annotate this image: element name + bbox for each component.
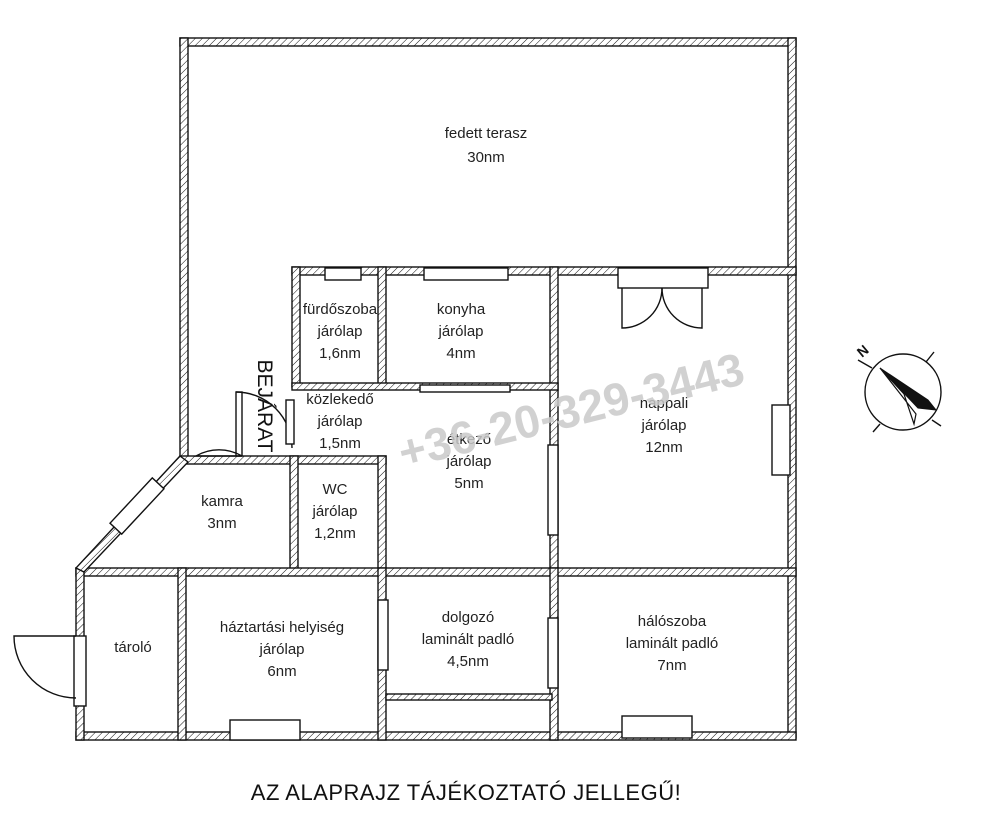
kitchen-name: konyha <box>437 301 486 318</box>
study-name: dolgozó <box>442 609 495 626</box>
phone-watermark: +36-20-329-3443 <box>393 342 749 478</box>
living-name: nappali <box>640 395 688 412</box>
room-bathroom: fürdőszoba járólap 1,6nm <box>303 301 378 362</box>
study-floor: laminált padló <box>422 631 515 648</box>
pantry-name: kamra <box>201 493 243 510</box>
room-living: nappali járólap 12nm <box>640 395 688 456</box>
utility-area: 6nm <box>267 663 296 680</box>
bedroom-area: 7nm <box>657 657 686 674</box>
windows <box>73 267 791 741</box>
living-floor: járólap <box>640 417 686 434</box>
dining-name: étkező <box>447 431 491 448</box>
compass-letter: N <box>854 342 872 361</box>
dining-floor: járólap <box>445 453 491 470</box>
study-area: 4,5nm <box>447 653 489 670</box>
storage-name: tároló <box>114 639 152 656</box>
kitchen-area: 4nm <box>446 345 475 362</box>
kitchen-floor: járólap <box>437 323 483 340</box>
doors <box>13 287 703 699</box>
wc-floor: járólap <box>311 503 357 520</box>
terrace-area: 30nm <box>467 149 505 166</box>
disclaimer-text: AZ ALAPRAJZ TÁJÉKOZTATÓ JELLEGŰ! <box>251 780 681 805</box>
pantry-area: 3nm <box>207 515 236 532</box>
wc-name: WC <box>323 481 348 498</box>
hallway-area: 1,5nm <box>319 435 361 452</box>
room-dining: étkező járólap 5nm <box>445 431 491 492</box>
bedroom-floor: laminált padló <box>626 635 719 652</box>
living-area: 12nm <box>645 439 683 456</box>
room-pantry: kamra 3nm <box>201 493 243 532</box>
bathroom-name: fürdőszoba <box>303 301 378 318</box>
utility-name: háztartási helyiség <box>220 619 344 636</box>
room-storage: tároló <box>114 639 152 656</box>
utility-floor: járólap <box>258 641 304 658</box>
room-terrace: fedett terasz 30nm <box>445 125 528 166</box>
bathroom-area: 1,6nm <box>319 345 361 362</box>
terrace-name: fedett terasz <box>445 125 528 142</box>
compass-icon: N <box>854 342 942 433</box>
room-bedroom: hálószoba laminált padló 7nm <box>626 613 719 674</box>
room-kitchen: konyha járólap 4nm <box>437 301 486 362</box>
room-utility: háztartási helyiség járólap 6nm <box>220 619 344 680</box>
room-hallway: közlekedő járólap 1,5nm <box>306 391 374 452</box>
hallway-floor: járólap <box>316 413 362 430</box>
room-study: dolgozó laminált padló 4,5nm <box>422 609 515 670</box>
entrance-label: BEJÁRAT <box>253 360 276 453</box>
dining-area: 5nm <box>454 475 483 492</box>
room-wc: WC járólap 1,2nm <box>311 481 357 542</box>
bathroom-floor: járólap <box>316 323 362 340</box>
wc-area: 1,2nm <box>314 525 356 542</box>
bedroom-name: hálószoba <box>638 613 707 630</box>
hallway-name: közlekedő <box>306 391 374 408</box>
